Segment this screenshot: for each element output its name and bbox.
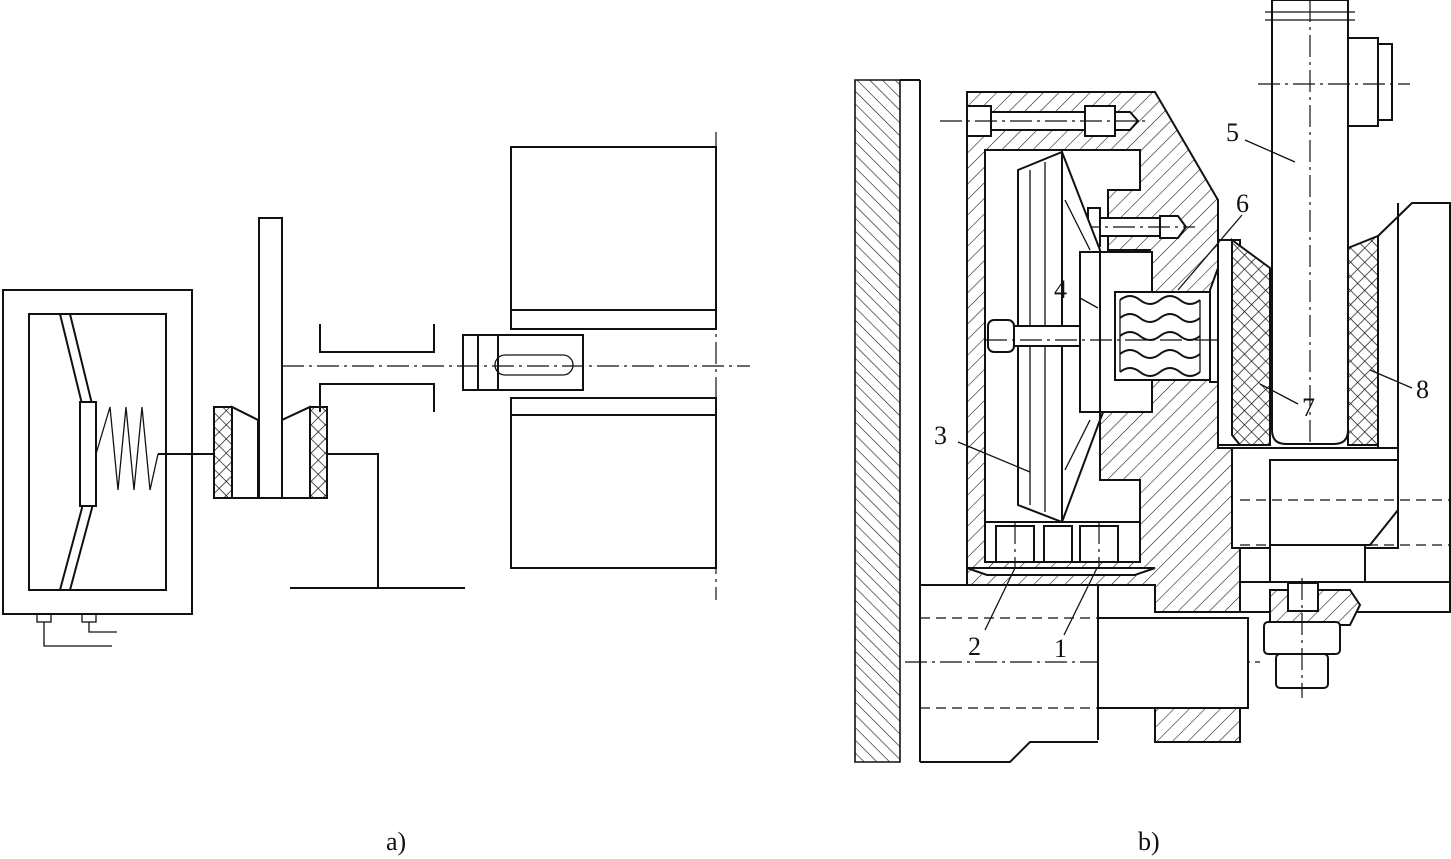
label-part-3: 3 [934,421,947,450]
thread-coil [1119,295,1201,377]
bottom-nut [1263,578,1362,698]
diagram-b: 1 2 3 4 5 6 7 8 b) [854,0,1451,856]
leader-lines [957,139,1413,636]
label-part-4: 4 [1054,275,1067,304]
label-part-7: 7 [1302,393,1315,422]
friction-pads-b [1217,234,1379,446]
magnet-housing [2,289,193,647]
friction-pad-assembly [213,217,328,499]
label-part-6: 6 [1236,189,1249,218]
jaw-blocks [510,132,717,600]
caption-b: b) [1138,827,1160,856]
brake-blade [258,217,283,499]
label-part-1: 1 [1054,634,1067,663]
caption-a: a) [386,827,406,856]
hatched-wall [854,79,921,763]
bottom-rollers [966,521,1156,576]
right-bracket [1231,202,1451,613]
diagram-a: a) [2,132,750,856]
lower-beam [905,584,1260,763]
spring [95,406,159,491]
label-part-8: 8 [1416,375,1429,404]
adjusting-block [985,251,1285,413]
label-part-5: 5 [1226,118,1239,147]
slotted-block [462,334,584,391]
label-part-2: 2 [968,632,981,661]
